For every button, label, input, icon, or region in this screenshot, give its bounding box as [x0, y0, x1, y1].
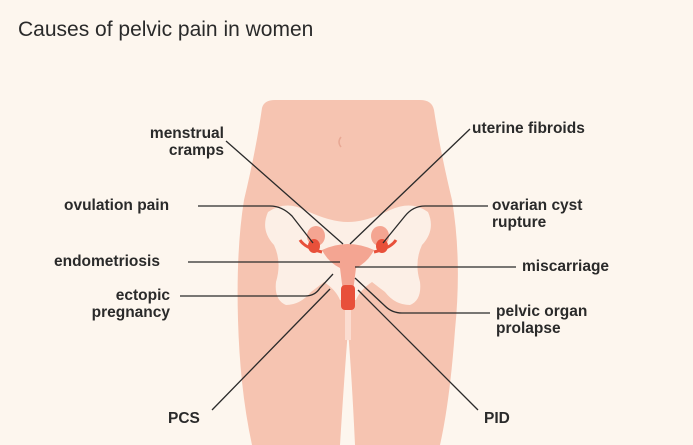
label-ovulation-pain: ovulation pain — [64, 197, 170, 214]
reproductive-organs — [298, 226, 398, 340]
label-miscarriage: miscarriage — [522, 258, 610, 275]
line-pcs — [211, 288, 331, 411]
line-prolapse — [354, 277, 490, 314]
diagram-title: Causes of pelvic pain in women — [18, 18, 314, 41]
label-uterine-fibroids: uterine fibroids — [472, 120, 585, 137]
label-pid: PID — [484, 410, 510, 427]
line-pid — [357, 289, 479, 411]
line-ovarian-cyst — [382, 205, 488, 244]
label-endometriosis: endometriosis — [54, 253, 160, 270]
line-uterine-fibroids — [349, 128, 471, 245]
leader-lines — [180, 128, 516, 411]
navel — [338, 136, 342, 148]
line-menstrual-cramps — [225, 140, 344, 245]
line-ovulation-pain — [198, 205, 314, 244]
line-ectopic — [180, 273, 334, 297]
label-pcs: PCS — [168, 410, 200, 427]
